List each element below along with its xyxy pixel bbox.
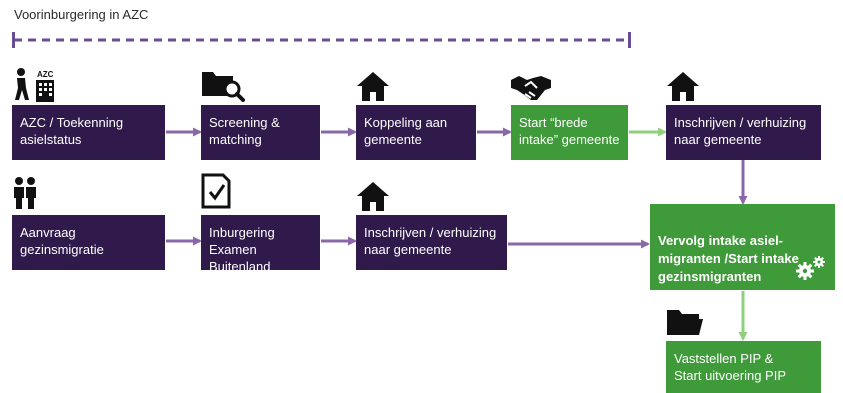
house-icon	[357, 182, 389, 211]
handshake-icon	[511, 76, 551, 100]
folder-icon	[667, 310, 703, 335]
people-icon	[14, 177, 36, 209]
step-vaststellen-pip: Vaststellen PIP & Start uitvoering PIP	[666, 341, 821, 393]
folder-search-icon	[202, 72, 245, 102]
house-icon	[667, 72, 699, 101]
gears-icon	[796, 256, 825, 280]
azc-icon-text: AZC	[37, 70, 54, 79]
step-koppeling-gemeente: Koppeling aan gemeente	[356, 105, 476, 160]
diagram-title: Voorinburgering in AZC	[14, 7, 149, 22]
step-screening-matching: Screening & matching	[201, 105, 320, 160]
step-aanvraag-gezinsmigratie: Aanvraag gezinsmigratie	[12, 215, 165, 270]
step-vervolg-intake: Vervolg intake asiel- migranten /Start i…	[650, 204, 835, 290]
azc-phase-bracket	[12, 32, 631, 48]
step-inburgering-examen: Inburgering Examen Buitenland	[201, 215, 320, 274]
vervolg-label: Vervolg intake asiel- migranten /Start i…	[658, 233, 799, 284]
checklist-icon	[201, 173, 231, 209]
step-inschrijven-verhuizing-2: Inschrijven / verhuizing naar gemeente	[356, 215, 507, 270]
person-building-icon: AZC	[15, 68, 54, 102]
step-azc-toekenning: AZC / Toekenning asielstatus	[12, 105, 165, 160]
house-icon	[357, 72, 389, 101]
step-inschrijven-verhuizing-1: Inschrijven / verhuizing naar gemeente	[666, 105, 821, 160]
step-brede-intake: Start “brede intake” gemeente	[511, 105, 628, 160]
